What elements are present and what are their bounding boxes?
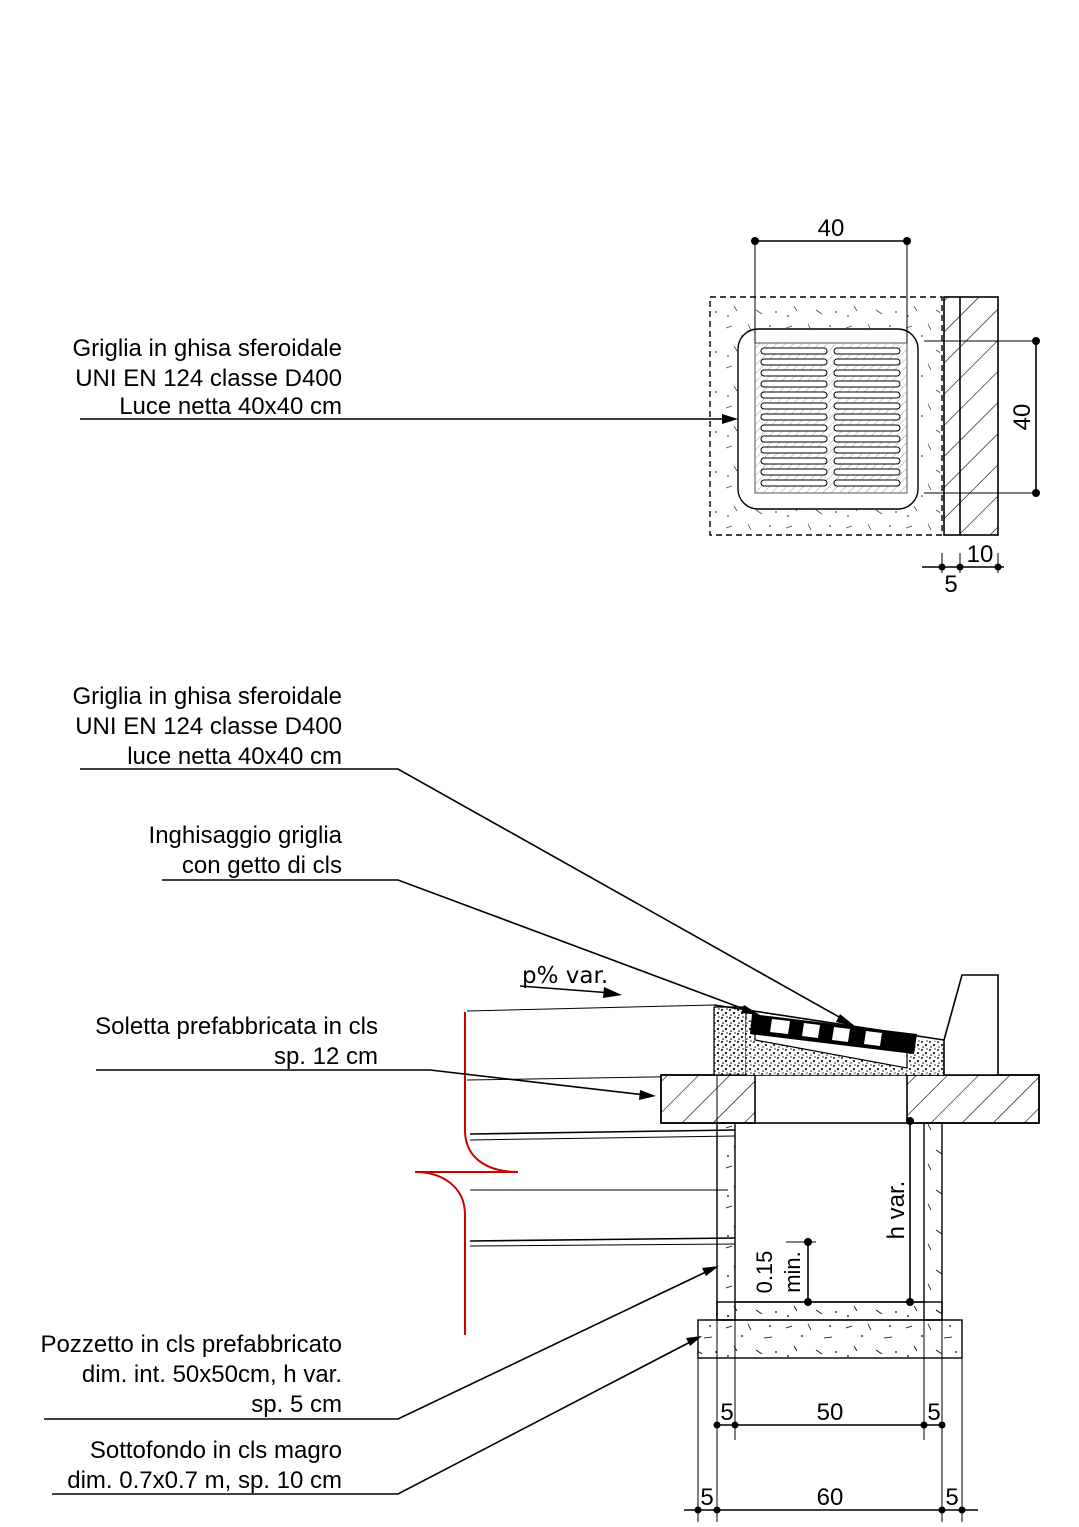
grate-slot: [833, 424, 901, 432]
grout-line-2: con getto di cls: [182, 852, 342, 879]
grate-slot: [833, 380, 901, 388]
plan-dim-width: 40: [751, 215, 911, 343]
section-well: [716, 1122, 943, 1321]
grout-line-1: Inghisaggio griglia: [149, 822, 343, 849]
plan-dim-gap-text: 5: [944, 571, 957, 598]
base-line-2: dim. 0.7x0.7 m, sp. 10 cm: [67, 1467, 342, 1494]
section-base-label: Sottofondo in cls magro dim. 0.7x0.7 m, …: [52, 1336, 702, 1495]
slope-text: p% var.: [522, 963, 608, 989]
section-view: h var. 0.15 min. 5 50 5: [41, 683, 1040, 1522]
slab-line-2: sp. 12 cm: [274, 1043, 378, 1070]
grate-slot: [833, 435, 901, 443]
plan-dim-wall: 10 5: [922, 541, 1004, 598]
grate-slot: [833, 468, 901, 476]
dim-015-min: 0.15 min.: [752, 1238, 816, 1306]
well-line-2: dim. int. 50x50cm, h var.: [82, 1361, 342, 1388]
grate-slot: [833, 446, 901, 454]
plan-label-line-3: Luce netta 40x40 cm: [119, 393, 342, 420]
plan-concrete-frame: [709, 296, 943, 536]
dim-r5b-text: 5: [945, 1484, 958, 1511]
grate-slot: [833, 479, 901, 487]
dim-outer-row: 5 60 5: [684, 1358, 978, 1522]
dim-inner-row: 5 50 5: [713, 1320, 946, 1440]
plan-view: 40 40 10 5 Griglia in ghisa sferoidale: [73, 215, 1040, 598]
grate-slot: [760, 380, 828, 388]
grate-slot: [833, 347, 901, 355]
break-line: [414, 1012, 519, 1335]
dim-r5a-text: 5: [927, 1399, 940, 1426]
grate-slot: [760, 391, 828, 399]
grate-slot: [833, 413, 901, 421]
grate-slot: [760, 402, 828, 410]
dim-inner-text: 50: [817, 1399, 844, 1426]
grate-slot: [760, 435, 828, 443]
plan-dim-height: 40: [924, 337, 1040, 497]
plan-label-line-2: UNI EN 124 classe D400: [75, 365, 342, 392]
section-grate: [713, 974, 999, 1076]
h-var-text: h var.: [883, 1181, 910, 1240]
plan-label-line-1: Griglia in ghisa sferoidale: [73, 335, 342, 362]
sec-grate-line-2: UNI EN 124 classe D400: [75, 713, 342, 740]
grate-slot: [760, 424, 828, 432]
dim-l5b-text: 5: [700, 1484, 713, 1511]
section-slab: [660, 1074, 1040, 1124]
grate-slot: [760, 358, 828, 366]
grate-slot: [760, 479, 828, 487]
grate-slot: [833, 457, 901, 465]
plan-dim-height-text: 40: [1009, 404, 1036, 431]
dim-l5a-text: 5: [720, 1399, 733, 1426]
section-grout-label: Inghisaggio griglia con getto di cls: [149, 822, 760, 1015]
grate-slot: [833, 391, 901, 399]
plan-grate-slots: [760, 347, 901, 487]
grate-slot: [833, 358, 901, 366]
grate-slot: [760, 457, 828, 465]
grate-slot: [760, 347, 828, 355]
grate-slot: [833, 369, 901, 377]
plan-grate-label: Griglia in ghisa sferoidale UNI EN 124 c…: [73, 335, 738, 424]
well-line-3: sp. 5 cm: [251, 1391, 342, 1418]
section-grate-label: Griglia in ghisa sferoidale UNI EN 124 c…: [73, 683, 856, 1027]
grate-slot: [760, 413, 828, 421]
slab-line-1: Soletta prefabbricata in cls: [95, 1013, 378, 1040]
base-line-1: Sottofondo in cls magro: [90, 1437, 342, 1464]
grate-slot: [760, 468, 828, 476]
dim-h-var: h var.: [883, 1117, 914, 1306]
grate-slot: [760, 446, 828, 454]
section-well-label: Pozzetto in cls prefabbricato dim. int. …: [41, 1266, 719, 1420]
section-base: [697, 1319, 963, 1359]
sec-grate-line-1: Griglia in ghisa sferoidale: [73, 683, 342, 710]
plan-dim-width-text: 40: [818, 215, 845, 242]
grate-slot: [760, 369, 828, 377]
section-slab-label: Soletta prefabbricata in cls sp. 12 cm: [95, 1013, 656, 1100]
curb: [943, 974, 999, 1076]
slope-annotation: p% var.: [519, 963, 622, 998]
plan-dim-wall-text: 10: [967, 541, 994, 568]
well-line-1: Pozzetto in cls prefabbricato: [41, 1331, 343, 1358]
min-a-text: 0.15: [752, 1251, 777, 1294]
min-b-text: min.: [780, 1251, 805, 1293]
sec-grate-line-3: luce netta 40x40 cm: [127, 743, 342, 770]
grate-slot: [833, 402, 901, 410]
plan-wall: [943, 296, 999, 536]
dim-outer-text: 60: [817, 1484, 844, 1511]
